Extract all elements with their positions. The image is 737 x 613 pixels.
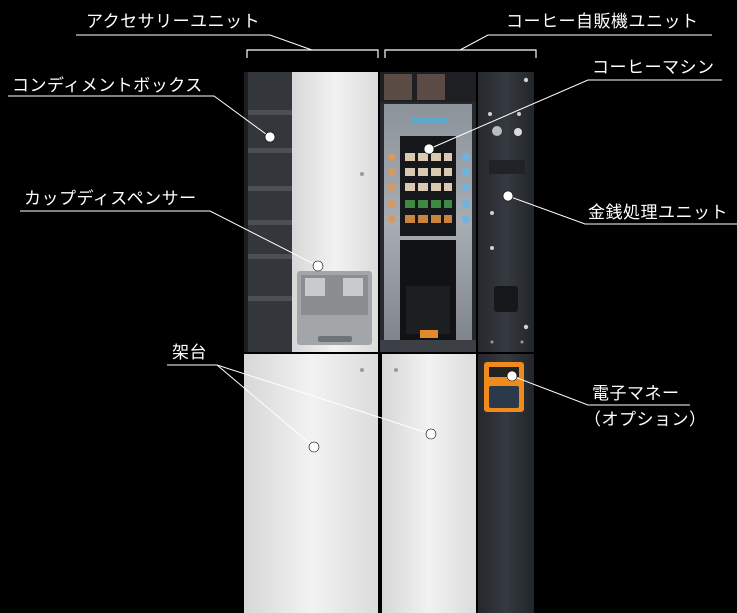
condiment-box-body <box>244 72 292 352</box>
label-emoney: 電子マネー <box>592 384 680 404</box>
accessory-bracket <box>246 49 379 58</box>
callout-dots <box>264 131 518 453</box>
money-unit-dot <box>502 190 514 202</box>
leader-lines <box>8 34 737 448</box>
label-money-unit: 金銭処理ユニット <box>588 203 728 223</box>
label-cup-dispenser: カップディスペンサー <box>24 189 197 209</box>
label-condiment-box: コンディメントボックス <box>12 76 203 96</box>
label-accessory-unit: アクセサリーユニット <box>86 12 261 32</box>
label-coffee-machine: コーヒーマシン <box>592 58 715 78</box>
money-display <box>489 160 525 174</box>
coffee-bracket <box>384 49 537 58</box>
cup-dispenser-dot <box>312 260 324 272</box>
bean-hopper-left <box>384 74 412 100</box>
unit-brackets <box>246 49 537 58</box>
left-selection-buttons <box>388 153 396 223</box>
label-coffee-vending-unit: コーヒー自販機ユニット <box>506 12 699 32</box>
money-handling-unit <box>478 72 534 352</box>
coin-slot <box>492 126 502 136</box>
right-selection-buttons <box>462 153 470 223</box>
stand-panel-right <box>382 354 476 613</box>
condiment-shelves <box>248 110 292 301</box>
coffee-machine-dot <box>423 143 435 155</box>
coffee-vending-unit <box>380 72 476 352</box>
stand-dot-left <box>308 441 320 453</box>
label-stand: 架台 <box>172 343 207 363</box>
coin-return <box>494 286 518 312</box>
label-emoney-option: （オプション） <box>584 410 707 430</box>
stand-panel-left <box>244 354 378 613</box>
condiment-dot <box>264 131 276 143</box>
stand <box>244 340 534 613</box>
emoney-dot <box>506 370 518 382</box>
stand-dot-right <box>425 428 437 440</box>
bean-hopper-right <box>417 74 445 100</box>
accessory-unit <box>244 72 378 352</box>
